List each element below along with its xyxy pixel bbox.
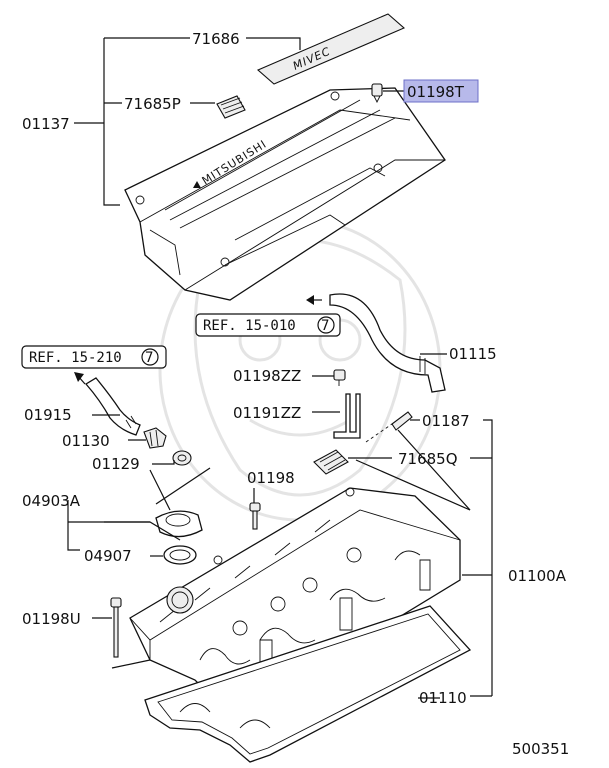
label-01915[interactable]: 01915 [24, 406, 72, 424]
label-01191zz[interactable]: 01191ZZ [233, 404, 301, 422]
label-71686[interactable]: 71686 [192, 30, 240, 48]
label-01137[interactable]: 01137 [22, 115, 70, 133]
label-01100a[interactable]: 01100A [508, 567, 567, 585]
label-01198[interactable]: 01198 [247, 469, 295, 487]
label-01198t[interactable]: 01198T [407, 83, 465, 101]
label-01198zz[interactable]: 01198ZZ [233, 367, 301, 385]
ref-15-210-text: REF. 15-210 [29, 350, 122, 366]
pcv-valve-01130[interactable] [143, 427, 167, 449]
arrow-to-ref-15-210-icon [74, 372, 86, 385]
mitsubishi-logo-icon [193, 181, 201, 188]
ref-15-010-box[interactable] [195, 313, 341, 337]
label-01130[interactable]: 01130 [62, 432, 110, 450]
ref-15-010-text: REF. 15-010 [203, 318, 296, 334]
arrow-to-ref-15-010-icon [306, 295, 322, 305]
highlighted-part-box [403, 79, 479, 103]
breather-hose-01115[interactable] [329, 293, 446, 393]
ref-15-010-number: 7 [321, 318, 329, 334]
label-04903a[interactable]: 04903A [22, 492, 81, 510]
long-bolt-01198u[interactable] [110, 597, 122, 658]
diagram-id: 500351 [512, 740, 569, 758]
bolt-01198zz[interactable] [333, 369, 346, 386]
bracket-01191zz[interactable] [333, 393, 361, 439]
cap-gasket-04907[interactable] [163, 545, 197, 565]
stud-bolt-01187[interactable] [365, 411, 413, 443]
ref-15-210-number: 7 [145, 350, 153, 366]
pcv-hose-01915[interactable] [84, 377, 141, 436]
head-cover-gasket-01110[interactable] [144, 605, 472, 763]
grommet-01129[interactable] [172, 450, 192, 466]
leader-lines [67, 37, 493, 699]
engine-top-cover[interactable] [124, 87, 446, 301]
label-01129[interactable]: 01129 [92, 455, 140, 473]
label-04907[interactable]: 04907 [84, 547, 132, 565]
ref-15-210-box[interactable] [21, 345, 167, 369]
label-01187[interactable]: 01187 [422, 412, 470, 430]
bolt-01198t[interactable] [371, 83, 383, 104]
label-71685q[interactable]: 71685Q [398, 450, 458, 468]
label-01110[interactable]: 01110 [419, 689, 467, 707]
label-plate-71685p[interactable] [216, 95, 246, 119]
mivec-badge[interactable] [256, 13, 406, 85]
label-01115[interactable]: 01115 [449, 345, 497, 363]
oil-filler-cap-04903a[interactable] [155, 510, 203, 538]
bolt-01198[interactable] [249, 502, 261, 530]
label-plate-71685q[interactable] [313, 449, 349, 475]
label-71685p[interactable]: 71685P [124, 95, 181, 113]
label-01198u[interactable]: 01198U [22, 610, 81, 628]
